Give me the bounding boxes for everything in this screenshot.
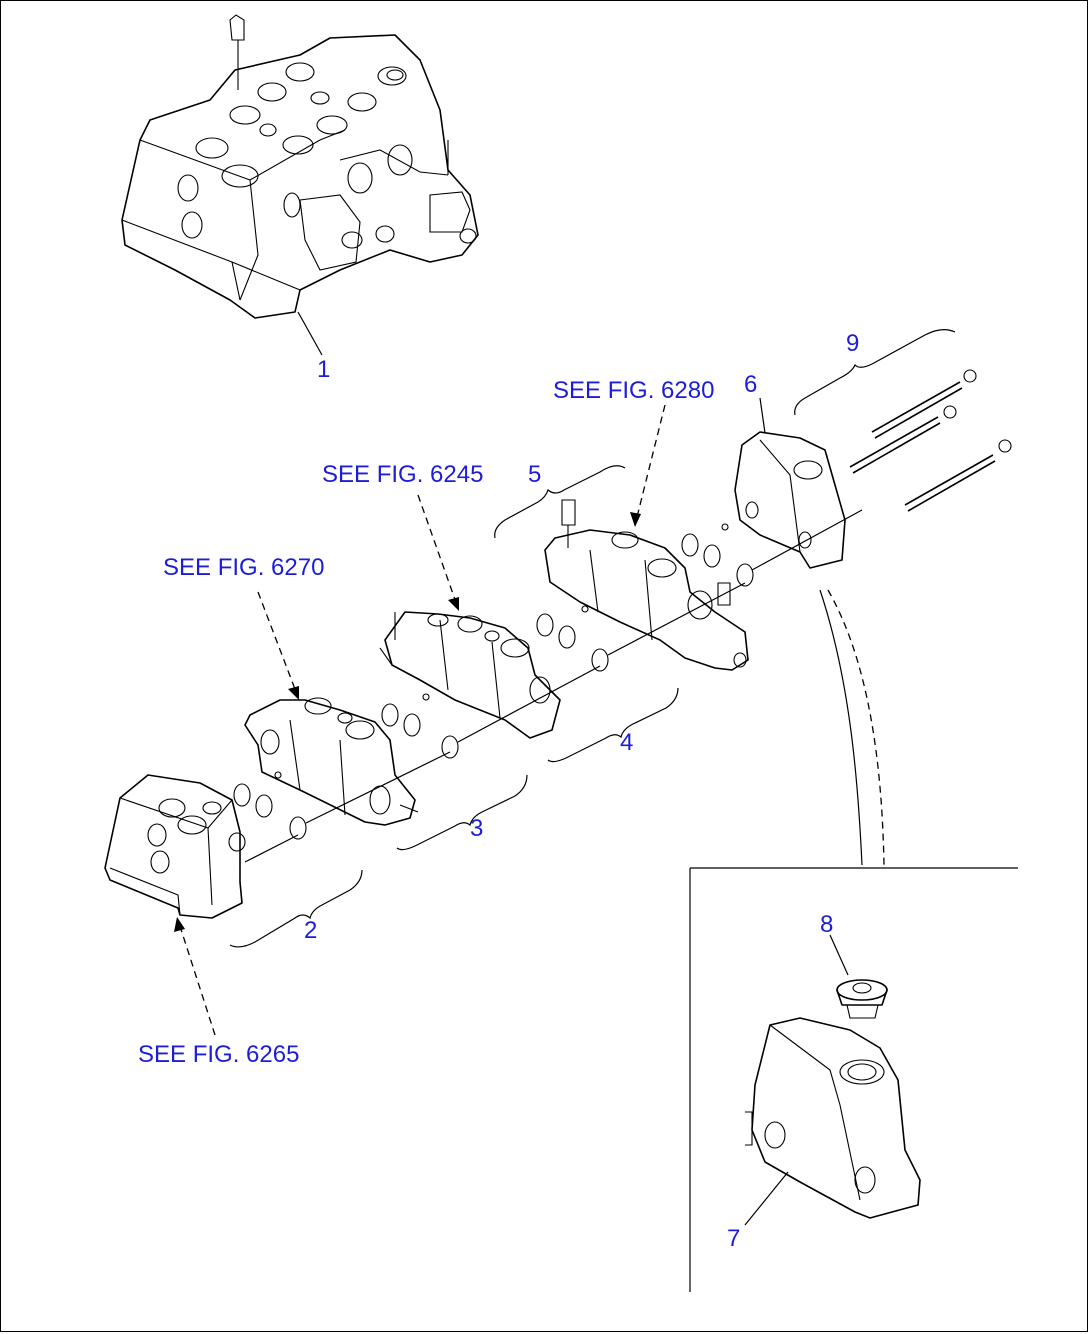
part-7-cover-detail bbox=[745, 1017, 921, 1219]
part-9-tie-bolts bbox=[849, 369, 1012, 512]
part-6-outlet-cover bbox=[734, 431, 846, 569]
detail-view-frame bbox=[689, 589, 1018, 1292]
callout-4: 4 bbox=[620, 729, 633, 756]
callout-3: 3 bbox=[470, 815, 483, 842]
callout-5: 5 bbox=[528, 461, 541, 488]
group-brackets bbox=[229, 329, 956, 948]
callout-numbers: 1 2 3 4 5 6 7 8 9 bbox=[304, 330, 859, 1252]
bracket-4 bbox=[547, 687, 679, 763]
leader-lines bbox=[297, 311, 849, 1226]
callout-8: 8 bbox=[820, 911, 833, 938]
reference-fig-6280: SEE FIG. 6280 bbox=[553, 377, 714, 404]
part-8-plug bbox=[836, 979, 888, 1019]
callout-7: 7 bbox=[727, 1225, 740, 1252]
callout-1: 1 bbox=[317, 356, 330, 383]
bracket-3 bbox=[396, 774, 528, 851]
part-3-valve-section bbox=[244, 697, 419, 826]
reference-fig-6270: SEE FIG. 6270 bbox=[163, 554, 324, 581]
o-rings bbox=[233, 523, 754, 840]
callout-9: 9 bbox=[846, 330, 859, 357]
part-1-valve-assembly bbox=[121, 14, 479, 319]
bracket-2 bbox=[229, 869, 363, 948]
reference-arrows bbox=[174, 404, 666, 1036]
callout-2: 2 bbox=[304, 917, 317, 944]
part-2-inlet-section bbox=[104, 774, 246, 919]
bracket-5 bbox=[494, 465, 626, 539]
figure-references: SEE FIG. 6280 SEE FIG. 6245 SEE FIG. 627… bbox=[138, 377, 714, 1068]
bracket-9 bbox=[794, 329, 956, 416]
part-4-valve-section bbox=[379, 611, 561, 739]
part-5-valve-section bbox=[544, 499, 749, 671]
callout-6: 6 bbox=[744, 371, 757, 398]
assembly-centerlines bbox=[244, 509, 863, 863]
reference-fig-6245: SEE FIG. 6245 bbox=[322, 461, 483, 488]
reference-fig-6265: SEE FIG. 6265 bbox=[138, 1041, 299, 1068]
